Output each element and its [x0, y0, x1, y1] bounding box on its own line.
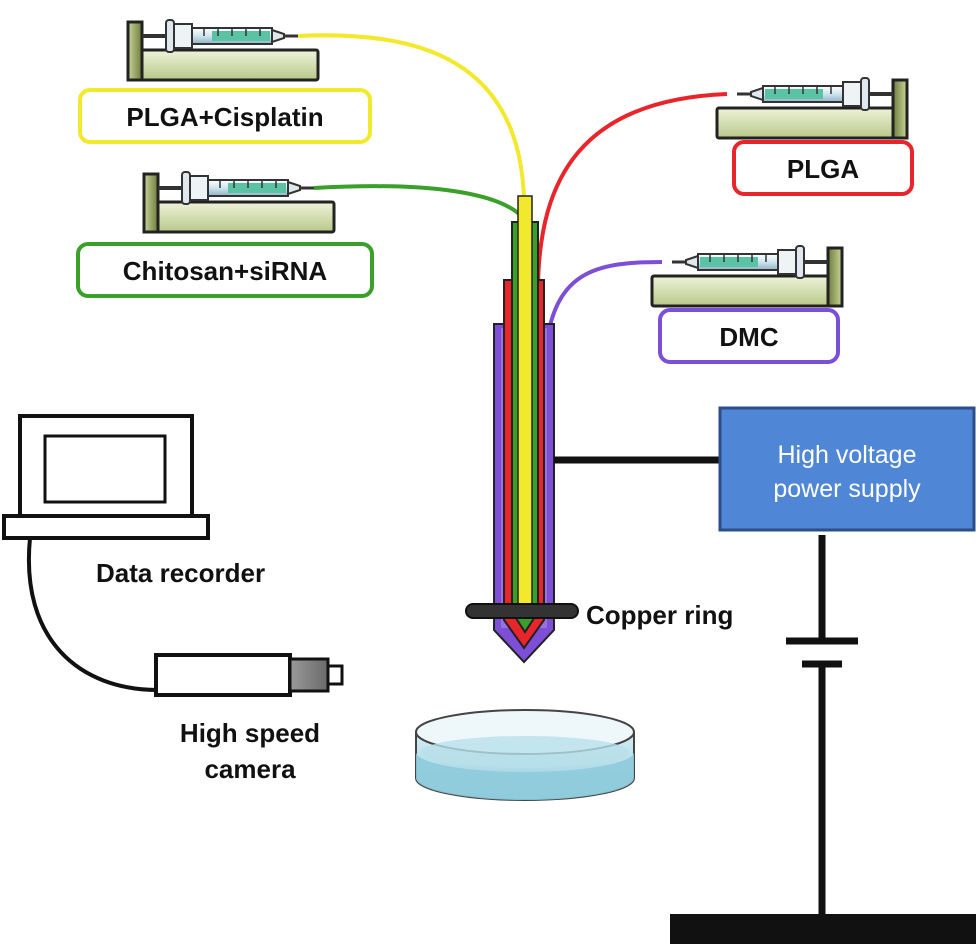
- label-chitosan-sirna: Chitosan+siRNA: [123, 256, 328, 286]
- copper-ring: [465, 603, 579, 619]
- tube-red: [536, 92, 728, 286]
- label-box-dmc: [658, 308, 840, 364]
- camera-cable: [26, 537, 159, 692]
- label-high-speed: High speed: [180, 718, 320, 748]
- label-camera: camera: [204, 754, 296, 784]
- label-copper-ring: Copper ring: [586, 600, 733, 630]
- tube-green: [313, 184, 530, 227]
- syringe-pump-chitosan-sirna: [142, 170, 336, 234]
- camera-icon: [154, 653, 344, 697]
- hv-label-line2: power supply: [773, 475, 921, 503]
- syringe-pump-dmc: [652, 246, 842, 306]
- label-plga-cisplatin: PLGA+Cisplatin: [126, 102, 323, 132]
- syringe-pump-plga: [717, 78, 907, 138]
- label-box-plga-cisplatin: [78, 88, 372, 144]
- label-dmc: DMC: [719, 322, 778, 352]
- label-plga: PLGA: [787, 154, 859, 184]
- syringe-pump-plga-cisplatin: [126, 18, 320, 82]
- hv-power-supply: [718, 406, 976, 532]
- collection-dish: [415, 709, 635, 801]
- ground-circuit: [670, 535, 976, 944]
- label-box-chitosan-sirna: [76, 242, 374, 298]
- hv-label-line1: High voltage: [778, 441, 917, 469]
- label-box-plga: [732, 140, 914, 196]
- tube-purple: [546, 260, 663, 336]
- laptop-icon: [2, 414, 210, 540]
- label-data-recorder: Data recorder: [96, 558, 265, 588]
- coaxial-nozzle: [493, 195, 555, 664]
- tube-yellow: [297, 33, 526, 201]
